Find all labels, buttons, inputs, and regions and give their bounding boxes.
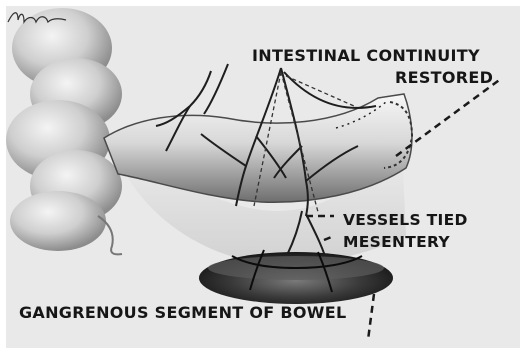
artist-signature <box>6 6 68 28</box>
label-vessels-tied: VESSELS TIED <box>343 213 468 229</box>
label-intestinal-continuity: INTESTINAL CONTINUITY <box>252 48 480 64</box>
colon-loops <box>6 8 122 254</box>
gangrenous-bowel-segment <box>199 250 393 304</box>
label-gangrenous-segment: GANGRENOUS SEGMENT OF BOWEL <box>19 305 346 321</box>
label-mesentery: MESENTERY <box>343 235 450 251</box>
label-restored: RESTORED <box>395 70 493 86</box>
surgical-illustration: INTESTINAL CONTINUITY RESTORED VESSELS T… <box>6 6 520 348</box>
